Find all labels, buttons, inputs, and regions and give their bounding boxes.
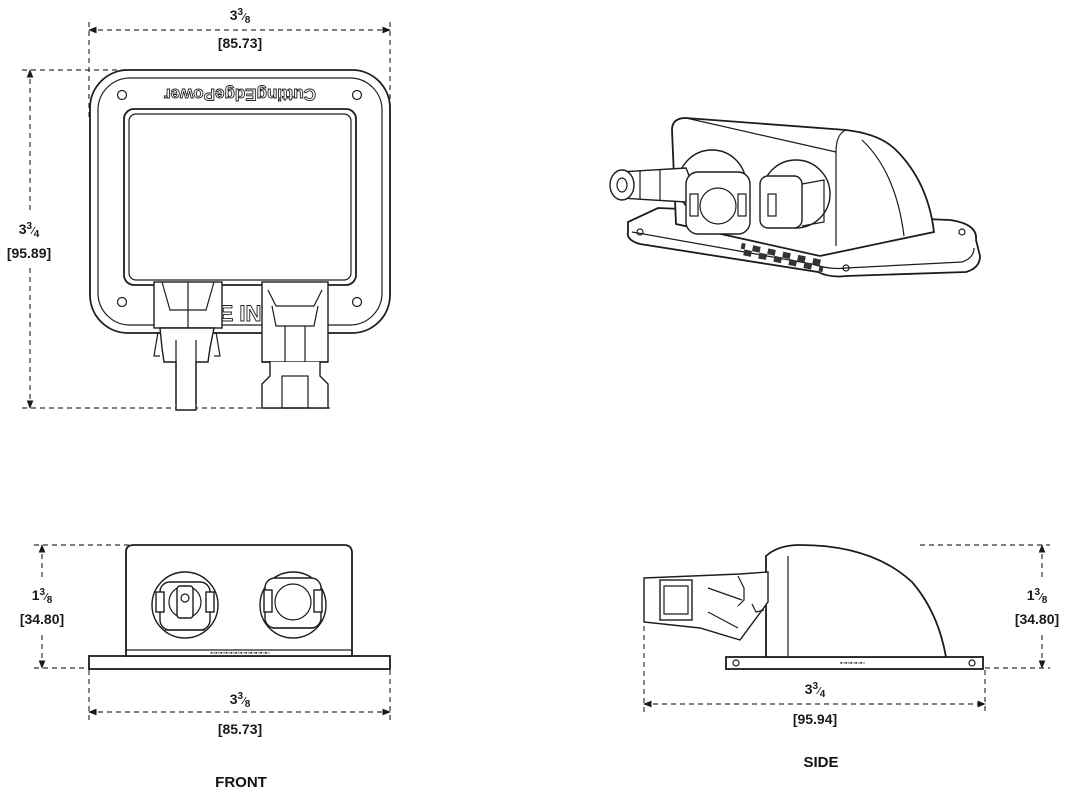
front-height-metric: [34.80] xyxy=(20,611,64,627)
faceplate-top: CuttingEdgePower E IN xyxy=(89,69,391,334)
front-view: 13⁄8 [34.80] ▪▫▪▫▪▫▪▫▪▫▪▫▪▫▪▫▪▫▪▫▪▫▪▫ xyxy=(10,544,391,791)
side-height-metric: [34.80] xyxy=(1015,611,1059,627)
top-height-metric: [95.89] xyxy=(7,245,51,261)
mount-hole xyxy=(351,296,363,308)
side-cable-plug xyxy=(643,571,769,641)
mount-hole xyxy=(116,89,128,101)
side-housing xyxy=(765,544,948,658)
mount-hole xyxy=(116,296,128,308)
side-height-fraction: 13⁄8 xyxy=(1027,587,1048,606)
top-view: 33⁄8 [85.73] 33⁄4 [95.89] CuttingEdgePow… xyxy=(0,7,391,411)
front-width-fraction: 33⁄8 xyxy=(230,691,251,710)
front-plate-marking: ▪▫▪▫▪▫▪▫▪▫▪▫▪▫▪▫▪▫▪▫▪▫▪▫ xyxy=(210,650,270,657)
side-width-fraction: 33⁄4 xyxy=(805,681,826,700)
mount-hole xyxy=(958,228,966,236)
isometric-view: ▚▞▚▞▚▞▚▞▚▞▚ xyxy=(609,117,981,278)
left-connector xyxy=(153,281,223,411)
mount-hole xyxy=(351,89,363,101)
side-view: ▪▫▪▫▪▫▪▫▪▫ 13⁄8 [34.80] 33⁄4 [95.94] xyxy=(643,544,1066,771)
front-width-dimension: 33⁄8 [85.73] xyxy=(88,670,391,737)
side-width-metric: [95.94] xyxy=(793,711,837,727)
front-width-metric: [85.73] xyxy=(218,721,262,737)
mount-hole xyxy=(842,264,850,272)
partial-label-text: E IN xyxy=(219,301,262,326)
right-connector xyxy=(261,281,329,409)
front-height-dimension: 13⁄8 [34.80] xyxy=(10,544,130,669)
side-height-dimension: 13⁄8 [34.80] xyxy=(920,544,1066,669)
top-width-metric: [85.73] xyxy=(218,35,262,51)
front-height-fraction: 13⁄8 xyxy=(32,587,53,606)
front-port-left xyxy=(151,571,219,639)
front-view-label: FRONT xyxy=(215,774,267,791)
side-view-label: SIDE xyxy=(803,754,838,771)
front-base-plate xyxy=(88,655,391,670)
side-plate-marking: ▪▫▪▫▪▫▪▫▪▫ xyxy=(840,660,865,667)
side-width-dimension: 33⁄4 [95.94] xyxy=(643,626,986,727)
brand-text: CuttingEdgePower xyxy=(164,85,316,104)
front-port-right xyxy=(259,571,327,639)
mount-hole xyxy=(636,228,644,236)
top-height-fraction: 33⁄4 xyxy=(19,221,40,240)
top-width-fraction: 33⁄8 xyxy=(230,7,251,26)
